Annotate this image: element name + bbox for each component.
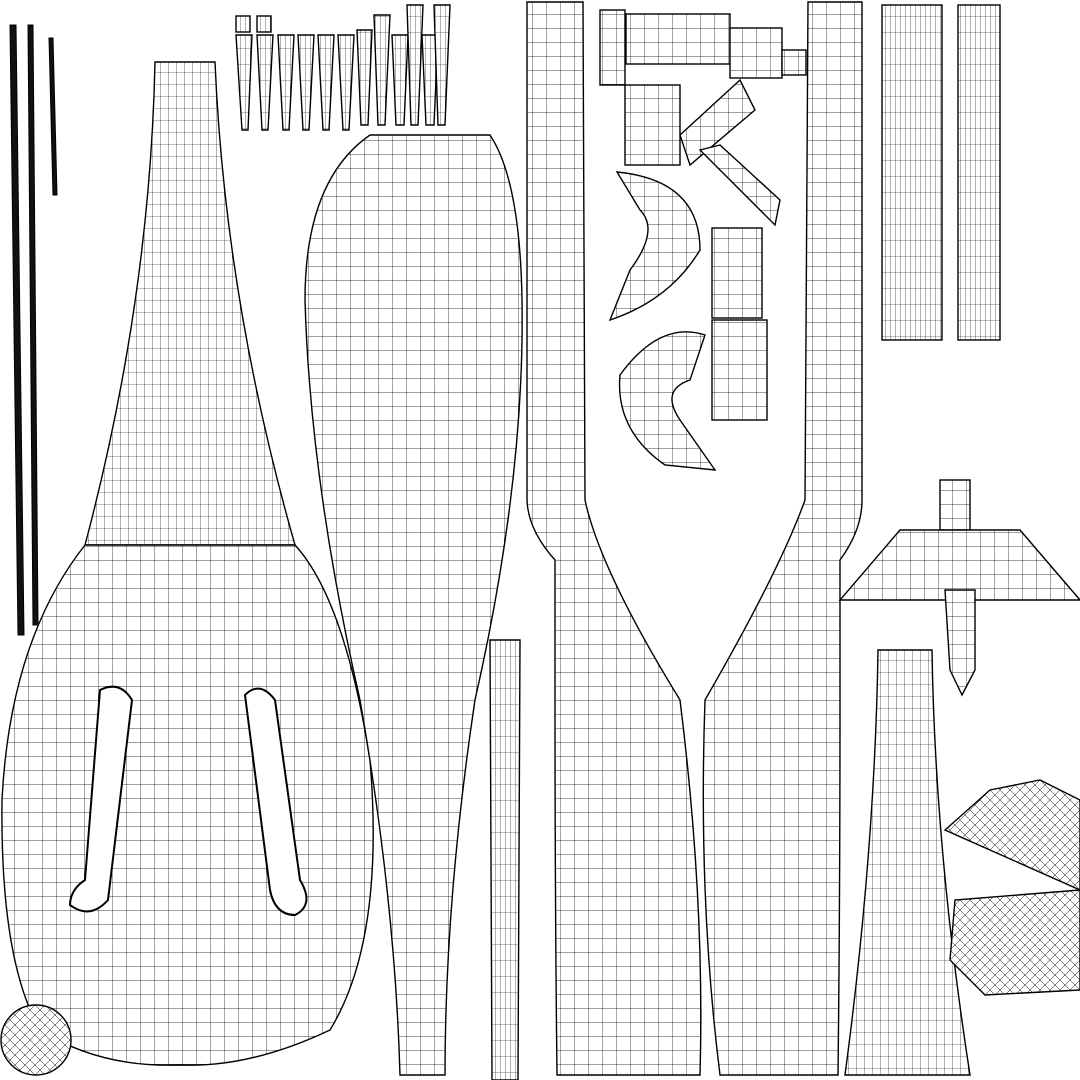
string-sticks (9, 24, 58, 636)
rib-strip-1 (881, 4, 943, 341)
body-shell-piece (1, 61, 374, 1066)
fingerboard-strip (489, 639, 521, 1080)
end-cap-disc (0, 1004, 72, 1076)
tuning-pegs (235, 4, 451, 131)
side-rib-right (702, 1, 863, 1076)
tailpiece-cone (844, 649, 971, 1076)
fan-cap-piece (943, 779, 1080, 996)
scroll-pieces (599, 9, 807, 471)
rib-strip-2 (957, 4, 1001, 341)
neck-back-piece (304, 134, 523, 1076)
bridge-piece (838, 479, 1080, 697)
side-rib-left (526, 1, 702, 1076)
